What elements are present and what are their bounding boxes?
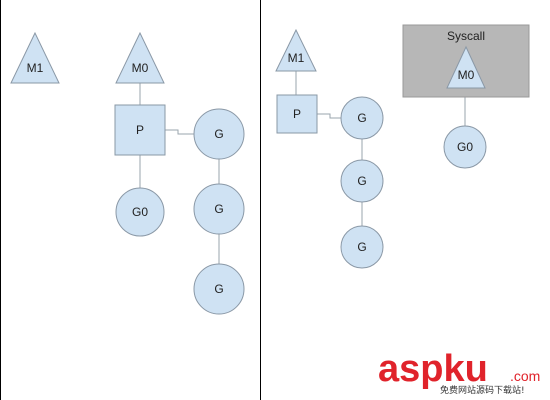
r-goroutine-g-3 [340,225,384,269]
machine-m1-label: M1 [27,61,44,75]
goroutine-g-3-label: G [214,282,223,296]
syscall-title: Syscall [447,29,485,43]
processor-p [114,104,166,156]
goroutine-g-2 [193,183,245,235]
r-goroutine-g0-label: G0 [457,140,473,154]
r-goroutine-g0 [443,125,487,169]
r-processor-p-label: P [293,107,301,121]
goroutine-g-1-label: G [214,127,223,141]
syscall-machine-m0-label: M0 [458,68,475,82]
r-p-g-connector [317,113,341,119]
goroutine-g-3 [193,263,245,315]
r-machine-m1 [275,28,317,72]
r-goroutine-g-3-label: G [357,240,366,254]
r-machine-m1-label: M1 [288,51,305,65]
machine-m1 [10,31,60,84]
watermark-tld: .com [510,368,540,384]
r-processor-p [276,94,318,134]
goroutine-g0-label: G0 [132,205,148,219]
r-goroutine-g-1 [340,96,384,140]
processor-p-label: P [136,123,144,137]
watermark-brand: aspku [378,348,488,390]
machine-m0 [115,31,165,84]
machine-m0-label: M0 [132,61,149,75]
goroutine-g-1 [193,108,245,160]
syscall-machine-m0 [446,45,486,89]
watermark-logo: aspku .com 免费网站源码下载站! [378,348,540,396]
watermark-tagline: 免费网站源码下载站! [440,384,525,396]
p-g-connector [165,129,194,135]
goroutine-g-2-label: G [214,202,223,216]
r-goroutine-g-2-label: G [357,174,366,188]
r-goroutine-g-2 [340,159,384,203]
r-goroutine-g-1-label: G [357,111,366,125]
goroutine-g0 [115,187,165,237]
